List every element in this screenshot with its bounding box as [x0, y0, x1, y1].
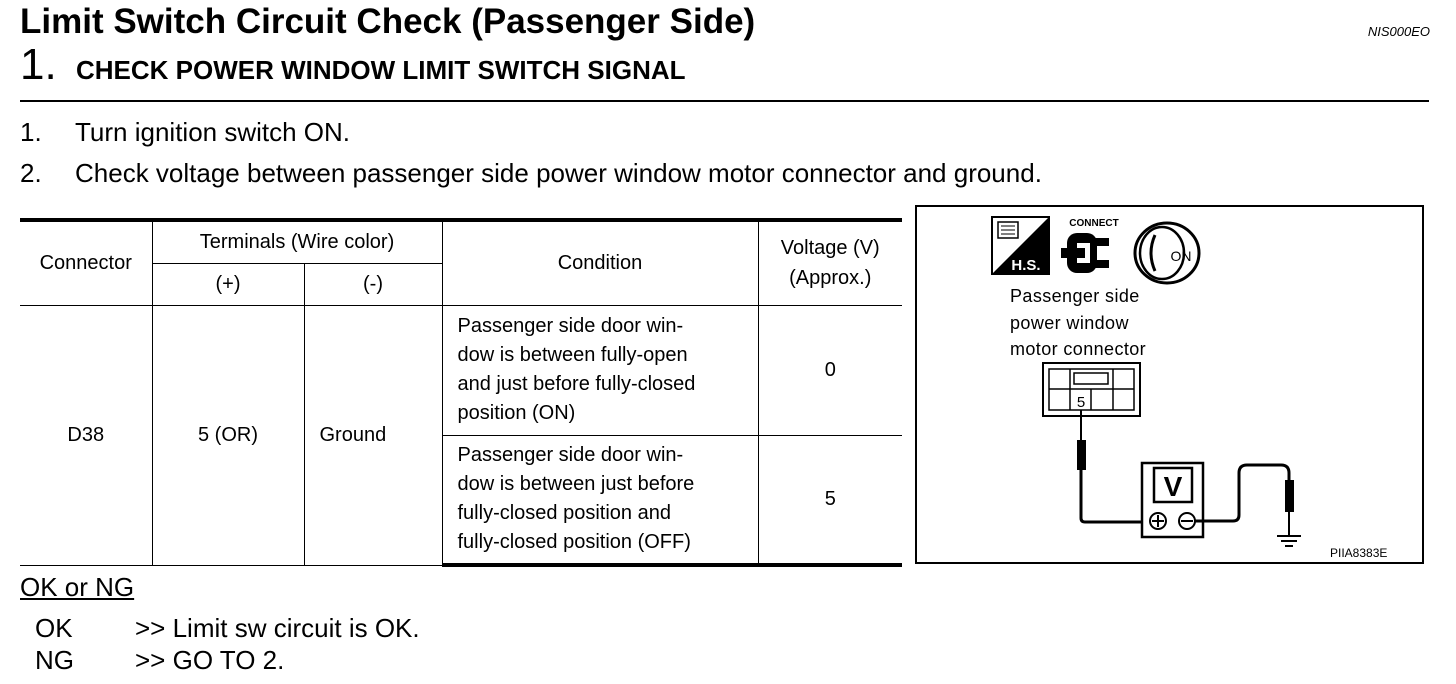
condition-line: position (ON) [457, 402, 576, 424]
cell-condition: Passenger side door win- dow is between … [442, 434, 759, 567]
header-terminals: Terminals (Wire color) [151, 218, 443, 264]
table-row: D38 5 (OR) Ground Passenger side door wi… [20, 304, 902, 566]
meter-label: V [1164, 471, 1183, 502]
connector-label-line: Passenger side [1010, 286, 1140, 306]
positive-probe [1077, 410, 1153, 524]
condition-line: fully-closed position and [457, 502, 671, 525]
condition-line: fully-closed position (OFF) [457, 531, 691, 554]
header-condition: Condition [441, 218, 759, 306]
page-title: Limit Switch Circuit Check (Passenger Si… [20, 2, 756, 41]
ignition-on-icon: ON [1133, 221, 1201, 285]
divider [20, 100, 1429, 102]
cell-voltage: 0 [757, 304, 902, 436]
result-ok-text: >> Limit sw circuit is OK. [135, 613, 420, 643]
result-ok-key: OK [35, 613, 73, 643]
doc-id: NIS000EO [1367, 24, 1430, 39]
header-voltage: Voltage (V) (Approx.) [757, 218, 902, 306]
ground-icon [1277, 535, 1301, 547]
ok-ng-heading: OK or NG [20, 572, 135, 602]
step-title: CHECK POWER WINDOW LIMIT SWITCH SIGNAL [76, 55, 686, 85]
condition-line: Passenger side door win- [457, 444, 684, 467]
terminal-label: 5 [1077, 394, 1085, 411]
connect-icon: CONNECT [1061, 218, 1119, 273]
instruction-number: 2. [20, 158, 42, 188]
header-connector: Connector [20, 218, 153, 306]
figure-code: PIIA8383E [1330, 546, 1388, 560]
on-label: ON [1171, 248, 1192, 264]
cell-connector: D38 [20, 304, 153, 566]
wiring-diagram: H.S. CONNECT ON 5 V [991, 216, 1301, 547]
wiring-diagram-frame [915, 205, 1424, 564]
cell-condition: Passenger side door win- dow is between … [441, 304, 759, 436]
hs-label: H.S. [1011, 257, 1040, 274]
table-row: Passenger side door win- dow is between … [20, 434, 902, 567]
instruction-text: Turn ignition switch ON. [75, 117, 351, 147]
condition-line: dow is between just before [457, 473, 695, 496]
harness-side-icon: H.S. [991, 216, 1050, 275]
motor-connector: 5 [1042, 362, 1141, 417]
connector-label-line: motor connector [1010, 339, 1147, 359]
header-voltage-line2: (Approx.) [789, 267, 872, 290]
instruction-text: Check voltage between passenger side pow… [75, 158, 1042, 188]
result-ng-text: >> GO TO 2. [135, 645, 285, 675]
condition-line: and just before fully-closed [457, 373, 696, 395]
connector-label-line: power window [1010, 312, 1129, 333]
cell-minus-terminal: Ground [303, 304, 443, 566]
cell-voltage: 5 [757, 434, 902, 567]
step-number: 1. [20, 40, 57, 89]
condition-line: Passenger side door win- [457, 315, 684, 337]
cell-plus-terminal: 5 (OR) [151, 304, 305, 566]
voltmeter-icon: V [1140, 461, 1205, 539]
condition-line: dow is between fully-open [457, 344, 688, 366]
result-ng-key: NG [35, 645, 74, 675]
negative-lead [1195, 463, 1294, 536]
header-voltage-line1: Voltage (V) [780, 237, 880, 260]
connect-label: CONNECT [1069, 218, 1118, 229]
instruction-number: 1. [20, 117, 42, 147]
header-plus: (+) [152, 262, 305, 306]
voltage-spec-table: Connector Terminals (Wire color) Conditi… [20, 218, 902, 567]
header-minus: (-) [303, 262, 442, 306]
connector-label: Passenger side power window motor connec… [1010, 283, 1146, 363]
